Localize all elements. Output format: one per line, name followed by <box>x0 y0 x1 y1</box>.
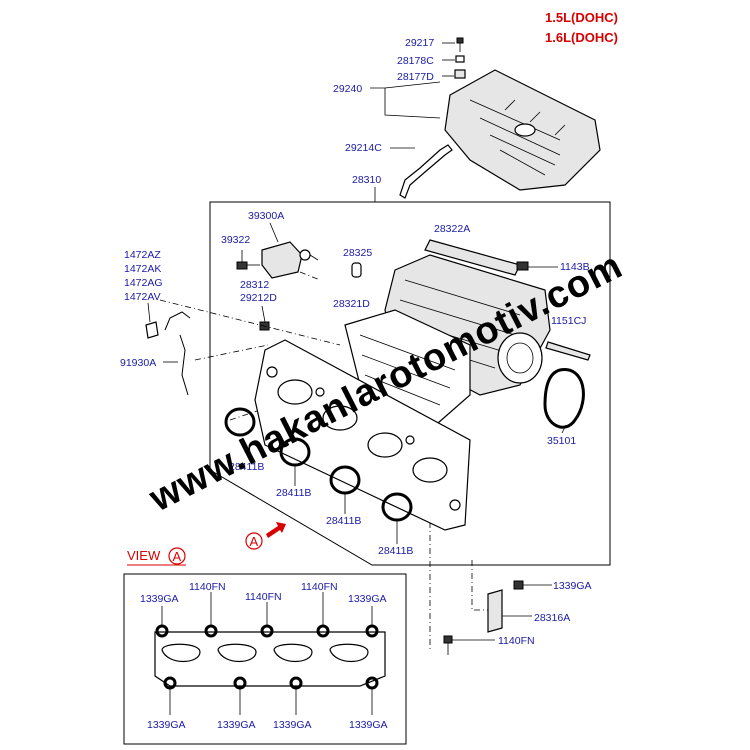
bolt-icon <box>513 580 524 590</box>
pin-1151CJ <box>545 341 591 361</box>
part-28325: 28325 <box>343 247 372 259</box>
stud-icon <box>365 624 379 638</box>
stud-icon <box>316 624 330 638</box>
wire-bracket <box>179 334 189 396</box>
stud-icon <box>155 624 169 638</box>
stud-icon <box>365 676 379 690</box>
part-28411B-4: 28411B <box>378 545 413 557</box>
engine-cover <box>444 69 601 191</box>
part-1151CJ: 1151CJ <box>551 315 586 327</box>
part-29240: 29240 <box>333 83 362 95</box>
part-28411B-1: 28411B <box>229 461 264 473</box>
gasket-ring-icon <box>224 407 256 437</box>
part-1143B: 1143B <box>560 261 590 273</box>
intake-manifold <box>254 254 551 531</box>
part-91930A: 91930A <box>120 357 156 369</box>
assembly-frame <box>209 201 611 566</box>
view-label-1140FN-1: 1140FN <box>189 581 226 593</box>
view-label-1339GA-bottom-3: 1339GA <box>273 719 312 731</box>
engine-label-2: 1.6L(DOHC) <box>545 30 618 45</box>
view-title-letter: A <box>173 549 182 564</box>
bolt-icon <box>516 261 529 271</box>
view-label-1140FN-2: 1140FN <box>245 591 282 603</box>
part-29217: 29217 <box>405 37 434 49</box>
view-label-1339GA-bottom-4: 1339GA <box>349 719 388 731</box>
view-label-1339GA-top-left: 1339GA <box>140 593 179 605</box>
view-label-1339GA-bottom-2: 1339GA <box>217 719 256 731</box>
view-label-1140FN-3: 1140FN <box>301 581 338 593</box>
view-a-panel <box>123 573 407 745</box>
view-label-1339GA-bottom-1: 1339GA <box>147 719 186 731</box>
washer-icon <box>455 55 465 63</box>
bolt-icon <box>236 261 260 270</box>
part-39322: 39322 <box>221 234 250 246</box>
part-1472AZ: 1472AZ <box>124 249 161 261</box>
part-28321D: 28321D <box>333 298 370 310</box>
part-1472AV: 1472AV <box>124 291 161 303</box>
part-28310: 28310 <box>352 174 381 186</box>
part-1472AK: 1472AK <box>124 263 161 275</box>
bracket-28316A <box>487 589 503 633</box>
part-35101: 35101 <box>547 435 576 447</box>
part-29212D: 29212D <box>240 292 277 304</box>
part-28312: 28312 <box>240 279 269 291</box>
engine-label-1: 1.5L(DOHC) <box>545 10 618 25</box>
view-title: VIEW <box>127 548 161 563</box>
part-1140FN-side: 1140FN <box>498 635 535 647</box>
stud-icon <box>260 624 274 638</box>
view-callout <box>245 532 263 550</box>
part-28411B-2: 28411B <box>276 487 311 499</box>
part-28322A: 28322A <box>434 223 470 235</box>
view-callout-letter: A <box>250 534 259 549</box>
part-1339GA-side: 1339GA <box>553 580 592 592</box>
dowel-pin <box>351 262 362 278</box>
map-sensor <box>261 241 319 279</box>
stud-icon <box>204 624 218 638</box>
grommet-icon <box>454 69 466 79</box>
part-28411B-3: 28411B <box>326 515 361 527</box>
view-label-1339GA-top-right: 1339GA <box>348 593 387 605</box>
part-1472AG: 1472AG <box>124 277 163 289</box>
part-29214C: 29214C <box>345 142 382 154</box>
part-39300A: 39300A <box>248 210 284 222</box>
view-a-flange <box>154 631 386 687</box>
bolt-icon <box>443 635 453 655</box>
part-28177D: 28177D <box>397 71 434 83</box>
gasket-ring-icon <box>543 368 585 429</box>
vacuum-hose <box>145 311 191 339</box>
bolt-icon <box>456 37 464 52</box>
part-28316A: 28316A <box>534 612 570 624</box>
intake-stay <box>424 239 521 276</box>
arrow-icon <box>266 522 286 538</box>
part-28178C: 28178C <box>397 55 434 67</box>
view-title-circle <box>168 547 186 565</box>
